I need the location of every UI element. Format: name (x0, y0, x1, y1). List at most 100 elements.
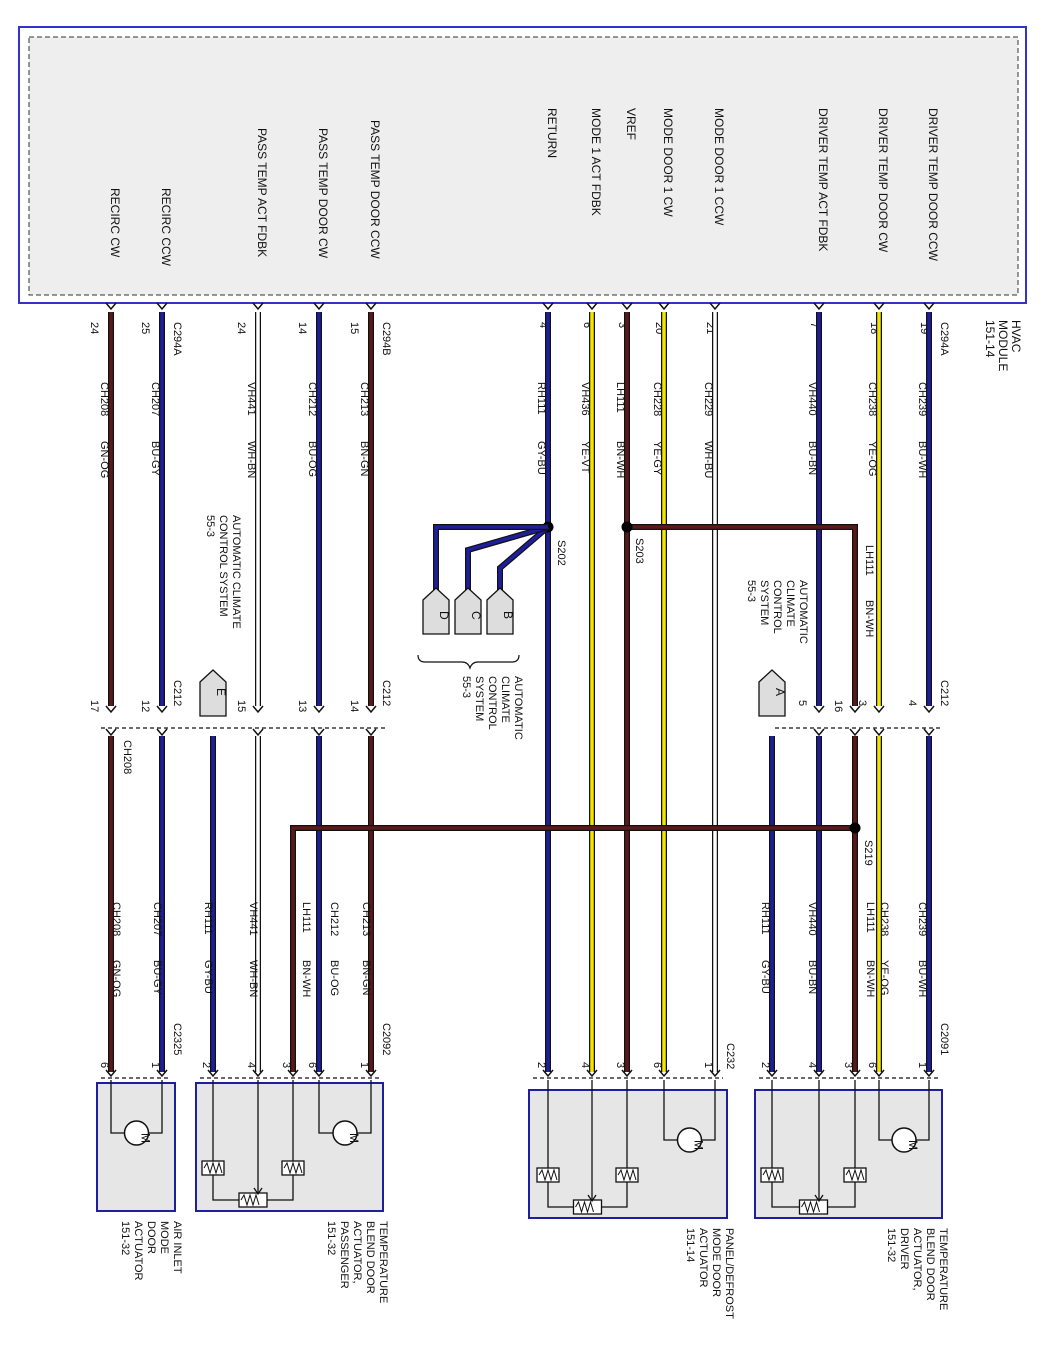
module-pin-chevron (813, 302, 825, 311)
circuit-label: RH111 (535, 382, 547, 415)
actuator-driver-pin-number: 4 (806, 1062, 818, 1068)
actuator-pass-pin-chevron (207, 1069, 219, 1078)
module-pin-chevron (365, 302, 377, 311)
actuator-pass-motor (332, 1120, 358, 1146)
actuator-pass-pot (238, 1192, 268, 1208)
wire-color-label: BU-BN (806, 441, 818, 475)
module-pin-label: DRIVER TEMP ACT FDBK (816, 108, 830, 251)
circuit-label: CH208 (98, 382, 110, 416)
ref-tag-e (199, 669, 227, 717)
actuator-driver-trace (771, 1080, 800, 1208)
circuit-label: LH111 (863, 545, 875, 576)
ref-tag-letter: D (437, 611, 451, 620)
connector-label: C212 (938, 680, 950, 706)
c212-pin: 3 (856, 700, 868, 706)
actuator-name-pass-line: TEMPERATURE (377, 1221, 389, 1303)
c212-chevron (105, 705, 117, 714)
wire-color-label: YE-GY (651, 441, 663, 476)
actuator-driver-pot (798, 1199, 829, 1215)
circuit-label: LH111 (864, 902, 876, 933)
actuator-inlet-pin-number: 6 (98, 1062, 110, 1068)
ref-acc-top-line: SYSTEM (758, 580, 770, 625)
actuator-name-inlet-line: AIR INLET (171, 1221, 183, 1274)
wire-color-label: GN-OG (98, 441, 110, 478)
module-pin-label: DRIVER TEMP DOOR CW (876, 108, 890, 253)
actuator-name-pass-line: PASSENGER (338, 1221, 350, 1289)
wire-color-label: BN-WH (614, 441, 626, 478)
c212-chevron (365, 728, 377, 737)
splice-s203 (621, 521, 633, 533)
actuator-pass-pin-number: 2 (200, 1062, 212, 1068)
actuator-panel-pin-number: 1 (702, 1062, 714, 1068)
circuit-label: CH239 (916, 382, 928, 416)
module-pin-label: VREF (624, 108, 638, 140)
module-pin-chevron (923, 302, 935, 311)
wire-s203-branch (627, 525, 857, 706)
actuator-pass-pin-number: 6 (306, 1062, 318, 1068)
c212-pin: 12 (139, 700, 151, 712)
actuator-driver-resistor-zigzag (762, 1168, 782, 1182)
connector-label: C232 (724, 1043, 736, 1069)
circuit-label: VH436 (579, 382, 591, 416)
wire-color-label: BU-OG (306, 441, 318, 477)
actuator-panel-trace (601, 1080, 628, 1208)
wire-color-label: BU-OG (328, 960, 340, 996)
connector-label: C2325 (171, 1023, 183, 1055)
actuator-pass-pin-number: 1 (358, 1062, 370, 1068)
actuator-inlet-motor-letter: M (139, 1133, 153, 1143)
actuator-pass-wiper-arrow (253, 1187, 263, 1196)
module-pin-number: 24 (88, 322, 100, 334)
c212-chevron (923, 728, 935, 737)
splice-s219 (849, 822, 861, 834)
actuator-name-pass-line: 151-32 (325, 1221, 337, 1255)
actuator-driver-pin-chevron (873, 1069, 885, 1078)
ref-acc-pass-line: AUTOMATIC CLIMATE (230, 515, 242, 629)
hvac-module-inner (28, 36, 1019, 296)
circuit-label: VH441 (245, 382, 257, 416)
actuator-pass-pin-number: 3 (280, 1062, 292, 1068)
actuator-driver-box (754, 1089, 943, 1219)
ref-acc-pass-line: CONTROL SYSTEM (217, 515, 229, 617)
wire-color-label: YE-OG (866, 441, 878, 476)
circuit-label: CH213 (360, 902, 372, 936)
circuit-label: CH212 (306, 382, 318, 416)
c212-pin: 14 (348, 700, 360, 712)
wire-color-label: GY-BU (759, 960, 771, 994)
bracket (417, 654, 520, 670)
actuator-panel-trace (547, 1080, 574, 1208)
wire-s219-branch (291, 826, 855, 1072)
module-pin-chevron (156, 302, 168, 311)
actuator-pass-pot-zigzag (240, 1193, 260, 1207)
module-pin-label: MODE DOOR 1 CCW (712, 108, 726, 226)
actuator-panel-pin-number: 4 (579, 1062, 591, 1068)
actuator-panel-motor-letter: M (692, 1140, 706, 1150)
c212-pin: 4 (906, 700, 918, 706)
module-pin-chevron (658, 302, 670, 311)
c212-chevron (873, 705, 885, 714)
circuit-label: CH213 (358, 382, 370, 416)
connector-label: C294B (380, 322, 392, 356)
ref-acc-pass-line: 55-3 (204, 515, 216, 537)
wire-color-label: BU-WH (916, 960, 928, 997)
c212-pin: 5 (796, 700, 808, 706)
c212-chevron (313, 728, 325, 737)
actuator-panel-pin-chevron (658, 1069, 670, 1078)
actuator-name-driver-line: DRIVER (898, 1228, 910, 1270)
circuit-label: CH228 (651, 382, 663, 416)
ref-acc-mid-line: CLIMATE (499, 676, 511, 723)
c212-chevron (873, 728, 885, 737)
ref-tag-letter: E (214, 688, 228, 696)
actuator-driver-pin-chevron (923, 1069, 935, 1078)
c212-pin: 13 (296, 700, 308, 712)
wire-color-label: WH-BU (702, 441, 714, 478)
ref-tag-c (454, 587, 482, 635)
actuator-name-inlet-line: 151-32 (119, 1221, 131, 1255)
wire-color-label: BU-WH (916, 441, 928, 478)
actuator-driver-trace (878, 1080, 892, 1141)
module-pin-chevron (105, 302, 117, 311)
actuator-panel-resistor-zigzag (538, 1168, 558, 1182)
wire-s202-b (498, 525, 550, 590)
